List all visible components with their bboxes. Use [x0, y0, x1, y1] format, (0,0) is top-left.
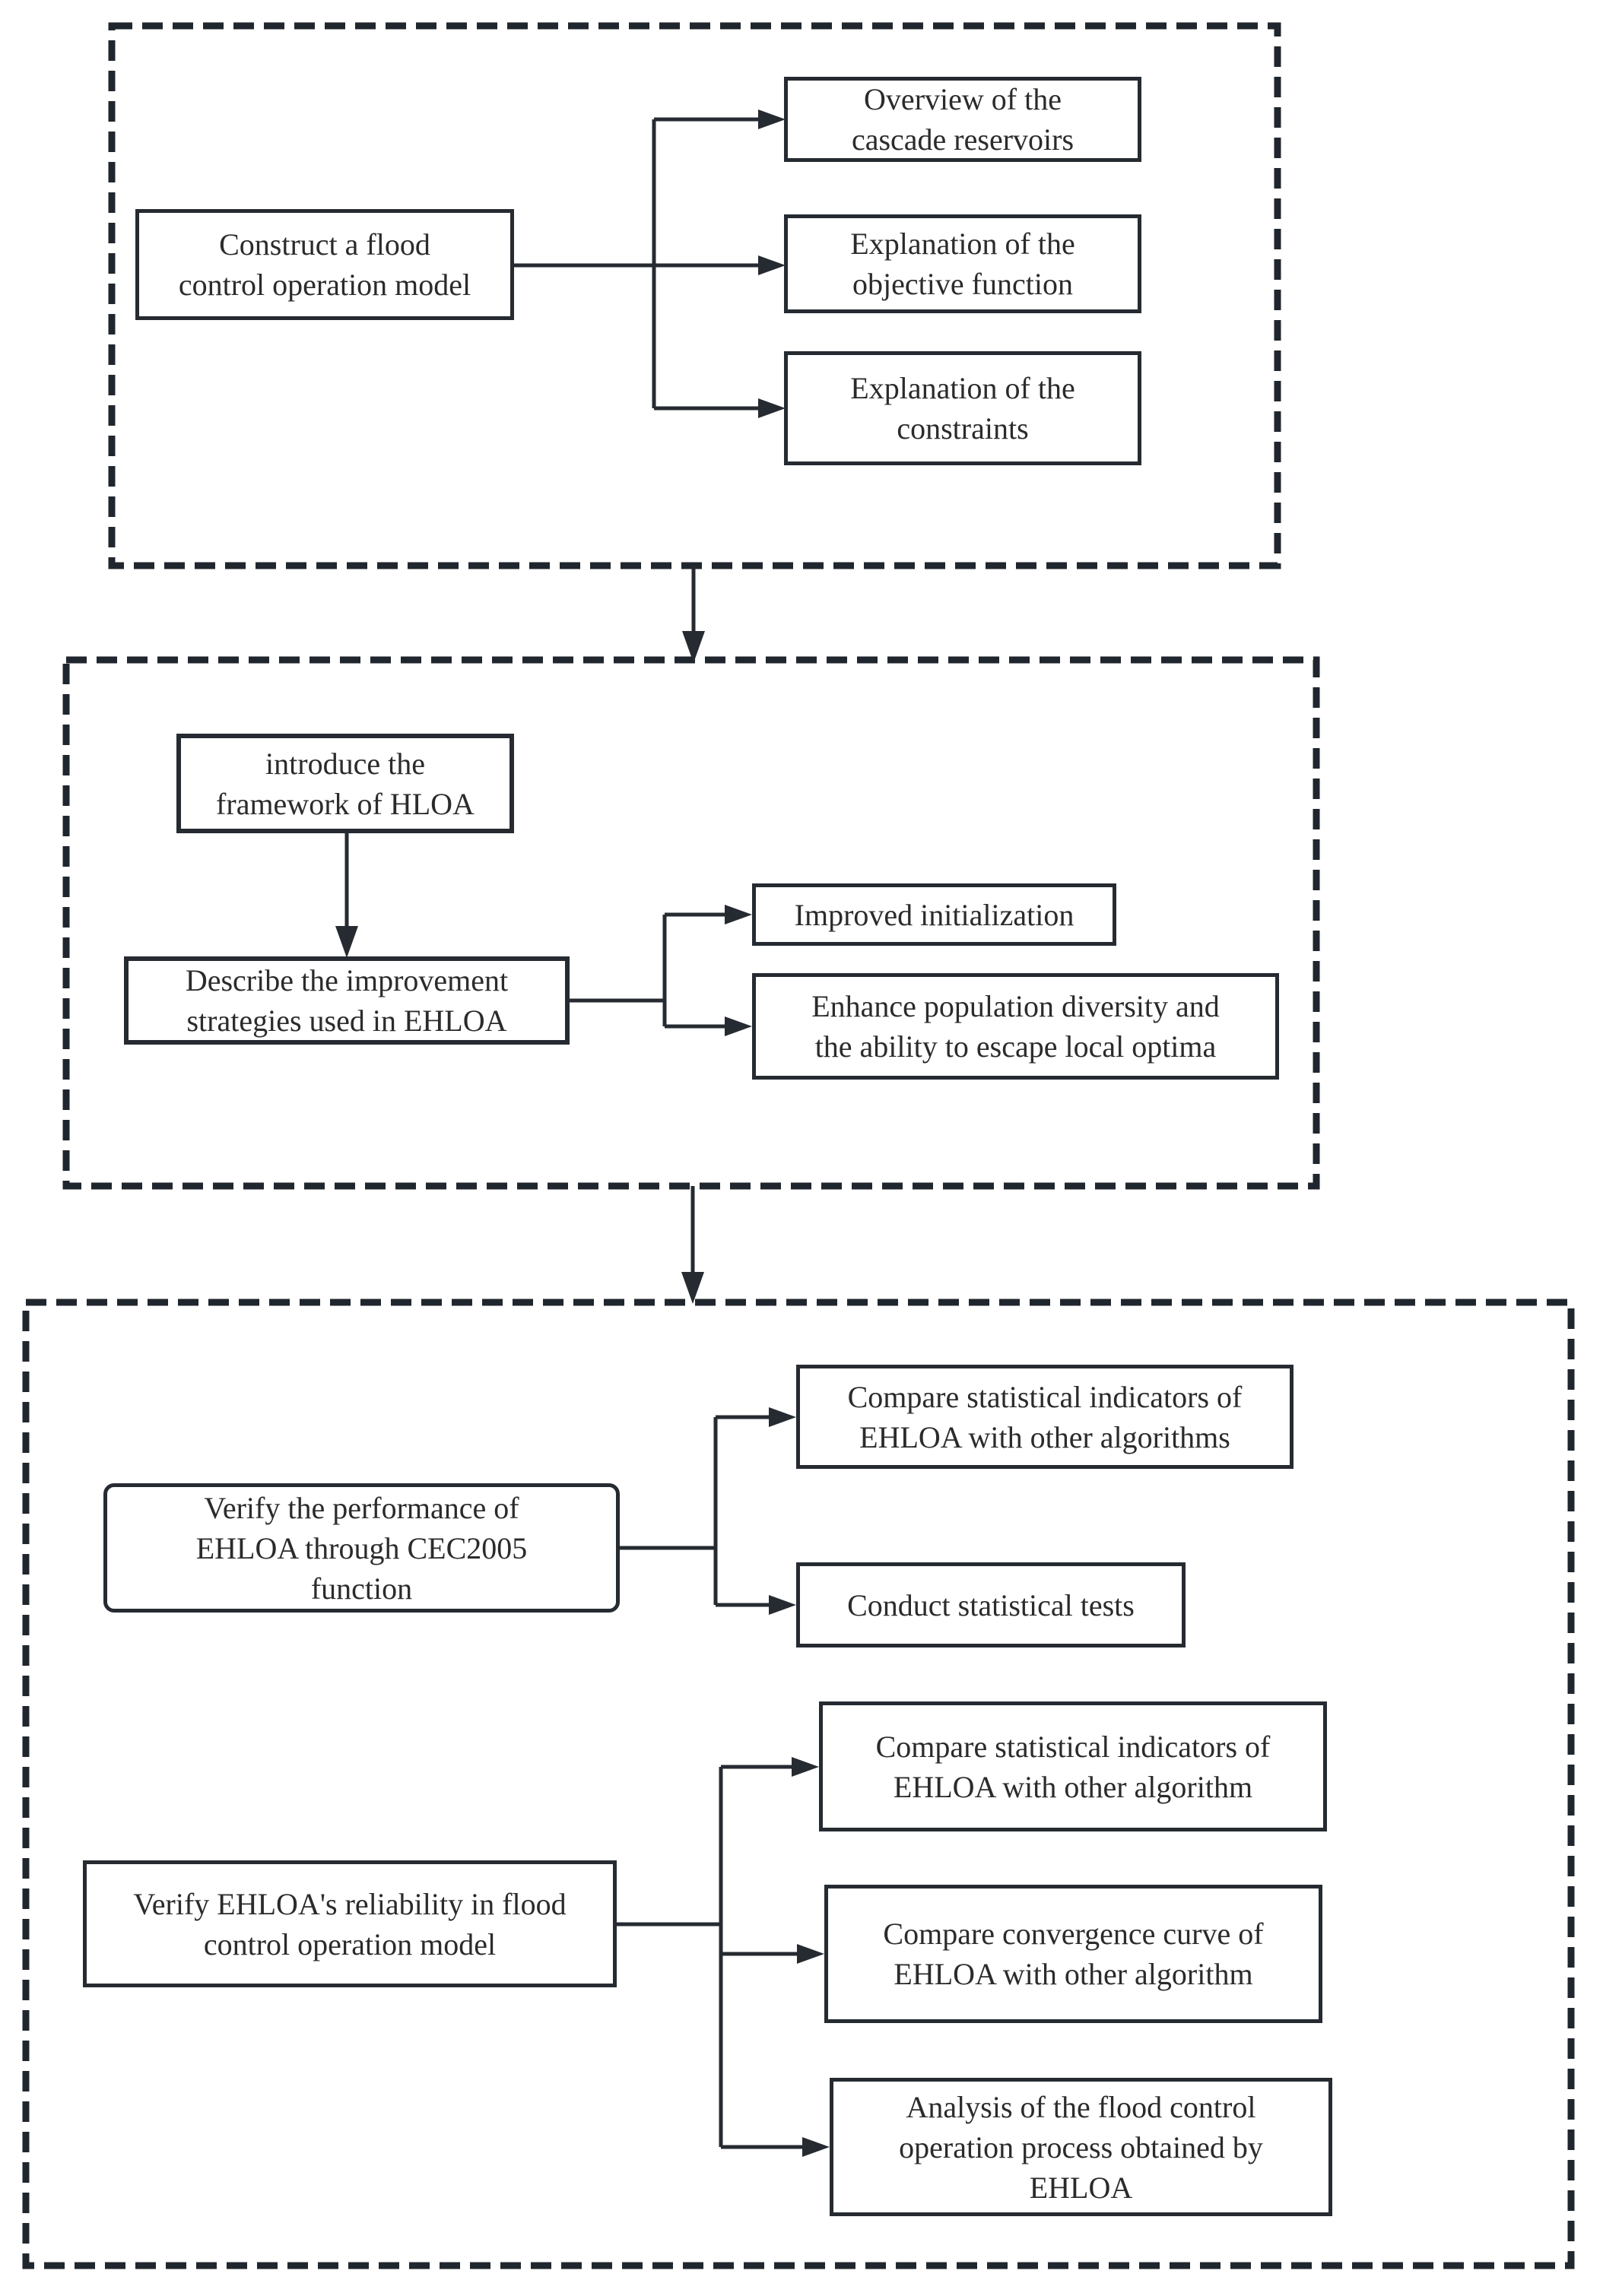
node-text-line: Explanation of the — [850, 371, 1075, 405]
node-text-line: EHLOA with other algorithms — [859, 1419, 1230, 1454]
node-conduct-statistical-tests: Conduct statistical tests — [796, 1562, 1186, 1647]
node-compare-indicators-algorithms: Compare statistical indicators of EHLOA … — [796, 1365, 1294, 1469]
node-compare-indicators-algorithm: Compare statistical indicators of EHLOA … — [819, 1701, 1327, 1831]
node-enhance-population-diversity: Enhance population diversity and the abi… — [752, 973, 1279, 1080]
arrowhead-constraints — [758, 398, 786, 418]
node-analysis-flood-operation: Analysis of the flood control operation … — [830, 2078, 1332, 2216]
node-verify-ehloa-reliability: Verify EHLOA's reliability in flood cont… — [83, 1860, 617, 1987]
node-text-line: Compare statistical indicators of — [875, 1729, 1271, 1764]
node-text-line: Construct a flood — [219, 227, 430, 262]
arrowhead-convergence — [797, 1944, 824, 1964]
node-text-line: Explanation of the — [850, 227, 1075, 261]
arrowhead-overview — [758, 109, 786, 129]
node-text-line: the ability to escape local optima — [814, 1029, 1217, 1064]
arrowhead-conduct-tests — [769, 1595, 796, 1615]
node-text-line: Verify EHLOA's reliability in flood — [133, 1886, 567, 1921]
node-text-line: Enhance population diversity and — [811, 989, 1220, 1023]
node-text-line: strategies used in EHLOA — [186, 1004, 507, 1038]
node-text-line: framework of HLOA — [216, 786, 475, 821]
node-text-line: introduce the — [265, 746, 425, 781]
node-text-line: constraints — [897, 411, 1029, 446]
node-compare-convergence-curve: Compare convergence curve of EHLOA with … — [824, 1885, 1322, 2023]
node-text-line: Verify the performance of — [204, 1490, 519, 1525]
node-text-line: cascade reservoirs — [851, 122, 1074, 157]
node-text-line: Analysis of the flood control — [906, 2089, 1256, 2124]
node-text-line: function — [310, 1571, 413, 1606]
arrowhead-section3 — [681, 1272, 704, 1304]
arrowhead-compare-singular — [792, 1757, 819, 1777]
node-text-line: Compare convergence curve of — [883, 1917, 1264, 1951]
node-text-line: Overview of the — [864, 82, 1062, 116]
node-describe-ehloa-strategies: Describe the improvement strategies used… — [124, 956, 570, 1045]
arrowhead-section2 — [682, 631, 705, 663]
node-explanation-constraints: Explanation of the constraints — [784, 351, 1141, 465]
node-text-line: Describe the improvement — [185, 963, 509, 997]
arrowhead-compare-plural — [769, 1407, 796, 1427]
node-verify-cec2005-performance: Verify the performance of EHLOA through … — [103, 1483, 620, 1613]
node-text-line: EHLOA with other algorithm — [894, 1957, 1253, 1991]
node-text-line: EHLOA through CEC2005 — [195, 1530, 528, 1565]
node-text-line: EHLOA with other algorithm — [893, 1769, 1253, 1804]
arrowhead-analysis — [802, 2137, 830, 2157]
node-improved-initialization: Improved initialization — [752, 883, 1116, 946]
node-overview-cascade-reservoirs: Overview of the cascade reservoirs — [784, 77, 1141, 162]
node-text-line: Conduct statistical tests — [847, 1587, 1135, 1622]
node-explanation-objective-function: Explanation of the objective function — [784, 214, 1141, 313]
node-text-line: operation process obtained by — [899, 2130, 1263, 2164]
arrowhead-improved-init — [725, 905, 752, 924]
node-introduce-hloa-framework: introduce the framework of HLOA — [176, 734, 514, 833]
arrowhead-enhance — [725, 1016, 752, 1036]
node-text-line: objective function — [852, 267, 1073, 301]
node-text-line: EHLOA — [1029, 2170, 1133, 2205]
node-text-line: Improved initialization — [794, 897, 1074, 932]
node-construct-flood-model: Construct a flood control operation mode… — [135, 209, 514, 320]
arrowhead-objective — [758, 255, 786, 275]
node-text-line: control operation model — [178, 268, 471, 302]
section-3-dashed-border — [22, 1299, 1575, 2269]
arrowhead-describe — [335, 926, 358, 958]
section-2-dashed-border — [62, 656, 1320, 1190]
node-text-line: control operation model — [203, 1927, 497, 1961]
node-text-line: Compare statistical indicators of — [847, 1379, 1243, 1414]
